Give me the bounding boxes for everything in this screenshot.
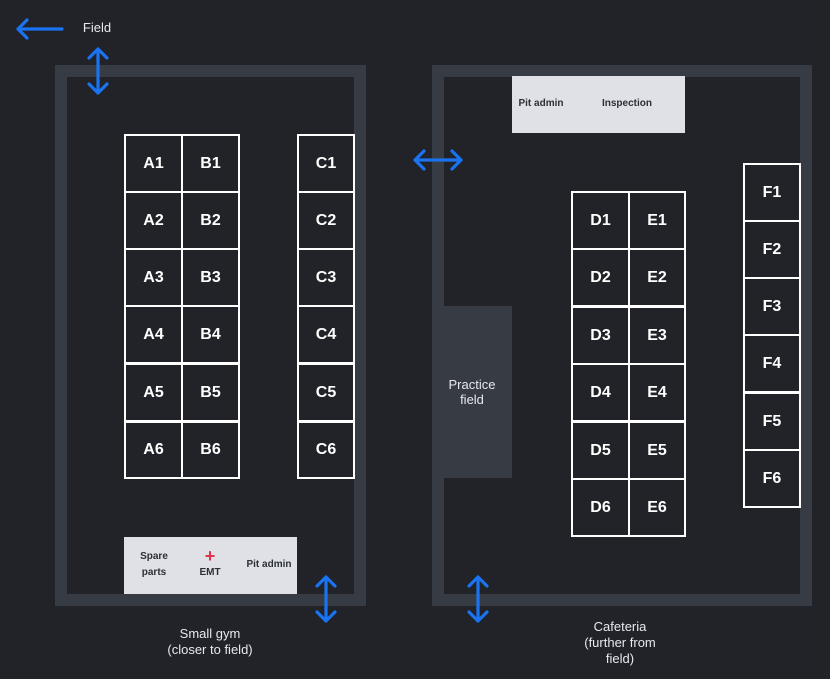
pit-c1[interactable]: C1 — [297, 134, 355, 193]
pit-f2[interactable]: F2 — [743, 220, 801, 279]
red-cross-icon: + — [204, 546, 216, 566]
cafeteria-bottom-door-double-arrow-icon — [467, 575, 489, 623]
pit-e6[interactable]: E6 — [628, 478, 686, 537]
pit-e3[interactable]: E3 — [628, 306, 686, 365]
pit-a3[interactable]: A3 — [124, 248, 183, 307]
field-label: Field — [82, 20, 112, 35]
field-arrow-left-icon — [16, 18, 64, 40]
pit-a2[interactable]: A2 — [124, 191, 183, 250]
pit-b5[interactable]: B5 — [181, 363, 240, 422]
small-gym-label-line1: Small gym — [179, 626, 241, 641]
pit-a1[interactable]: A1 — [124, 134, 183, 193]
spare-parts-line2: parts — [141, 567, 167, 578]
pit-f4[interactable]: F4 — [743, 334, 801, 393]
cafeteria-admin-area: Pit admin Inspection — [512, 76, 685, 133]
cafeteria-label-line3: field) — [605, 651, 635, 666]
small-gym-label: Small gym (closer to field) — [140, 626, 280, 658]
small-gym-label-line2: (closer to field) — [167, 642, 253, 657]
cafeteria-label-line2: (further from — [584, 635, 656, 650]
emt-area[interactable]: + EMT — [190, 547, 230, 581]
pit-d1[interactable]: D1 — [571, 191, 630, 250]
pit-d2[interactable]: D2 — [571, 248, 630, 307]
spare-parts-area[interactable]: Spare parts — [132, 549, 176, 581]
small-gym-room — [55, 65, 366, 606]
pit-c6[interactable]: C6 — [297, 421, 355, 479]
cafeteria-side-door-double-arrow-icon — [413, 149, 463, 171]
pit-c5[interactable]: C5 — [297, 363, 355, 422]
pit-e1[interactable]: E1 — [628, 191, 686, 250]
pit-c4[interactable]: C4 — [297, 305, 355, 364]
pit-b3[interactable]: B3 — [181, 248, 240, 307]
pit-e2[interactable]: E2 — [628, 248, 686, 307]
small-gym-pit-admin[interactable]: Pit admin — [246, 559, 292, 570]
inspection-area[interactable]: Inspection — [601, 98, 652, 109]
pit-f5[interactable]: F5 — [743, 392, 801, 451]
pit-c2[interactable]: C2 — [297, 191, 355, 250]
pit-e5[interactable]: E5 — [628, 421, 686, 480]
cafeteria-pit-admin[interactable]: Pit admin — [518, 98, 564, 109]
pit-d6[interactable]: D6 — [571, 478, 630, 537]
pit-b4[interactable]: B4 — [181, 305, 240, 364]
pit-f6[interactable]: F6 — [743, 449, 801, 508]
pit-a4[interactable]: A4 — [124, 305, 183, 364]
pit-d5[interactable]: D5 — [571, 421, 630, 480]
practice-field-line2: field — [460, 392, 484, 407]
pit-d4[interactable]: D4 — [571, 363, 630, 422]
pit-c3[interactable]: C3 — [297, 248, 355, 307]
pit-a5[interactable]: A5 — [124, 363, 183, 422]
pit-d3[interactable]: D3 — [571, 306, 630, 365]
small-gym-top-door-double-arrow-icon — [87, 47, 109, 95]
practice-field-line1: Practice — [448, 377, 496, 392]
spare-parts-line1: Spare — [140, 551, 168, 562]
pit-b1[interactable]: B1 — [181, 134, 240, 193]
small-gym-service-area: Spare parts + EMT Pit admin — [124, 537, 297, 594]
pit-f1[interactable]: F1 — [743, 163, 801, 222]
emt-label: EMT — [199, 567, 221, 578]
pit-e4[interactable]: E4 — [628, 363, 686, 422]
pit-b6[interactable]: B6 — [181, 421, 240, 479]
small-gym-bottom-door-double-arrow-icon — [315, 575, 337, 623]
pit-f3[interactable]: F3 — [743, 277, 801, 336]
practice-field[interactable]: Practice field — [432, 306, 512, 478]
cafeteria-label: Cafeteria (further from field) — [560, 619, 680, 667]
pit-b2[interactable]: B2 — [181, 191, 240, 250]
cafeteria-label-line1: Cafeteria — [593, 619, 647, 634]
pit-a6[interactable]: A6 — [124, 421, 183, 479]
